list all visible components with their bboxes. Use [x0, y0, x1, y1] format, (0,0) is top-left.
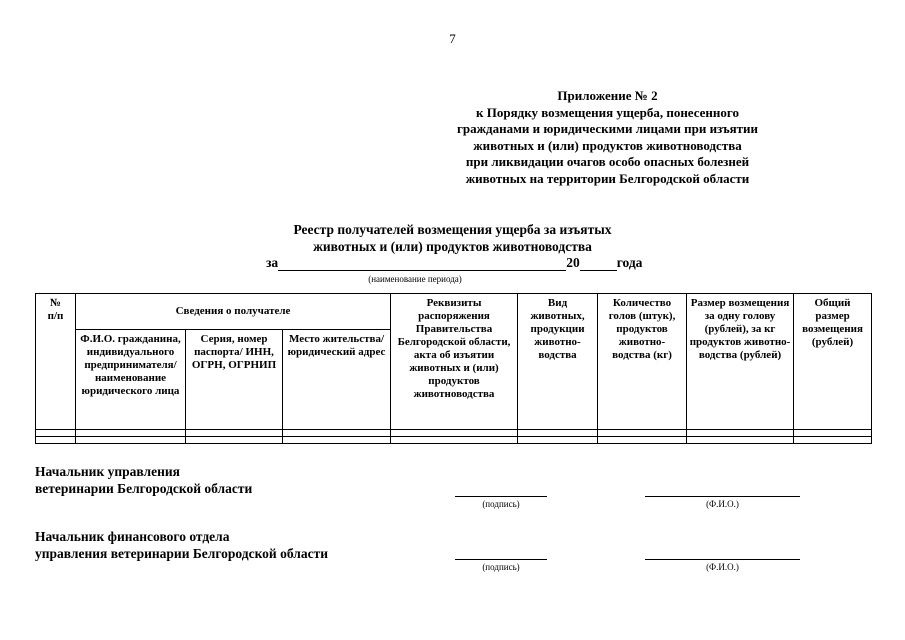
table-cell [793, 436, 873, 444]
table-body [35, 429, 873, 444]
table-cell [75, 429, 186, 437]
name-label: (Ф.И.О.) [706, 499, 739, 509]
signature-line-2: (подпись) [455, 559, 547, 572]
period-blank [278, 256, 567, 271]
table-cell [390, 429, 519, 437]
table-row [35, 436, 873, 444]
document-title: Реестр получателей возмещения ущерба за … [0, 221, 905, 255]
signature-line-1: (подпись) [455, 496, 547, 509]
table-cell [686, 429, 795, 437]
name-line-1: (Ф.И.О.) [645, 496, 800, 509]
appendix-line: животных и (или) продуктов животноводств… [473, 137, 742, 153]
col-header-num: № п/п [35, 293, 76, 430]
name-line-2: (Ф.И.О.) [645, 559, 800, 572]
col-header-quantity: Количество голов (штук), продуктов живот… [597, 293, 688, 430]
signature-title-line: управления ветеринарии Белгородской обла… [35, 545, 328, 561]
document-title-line: Реестр получателей возмещения ущерба за … [293, 222, 612, 237]
appendix-block: Приложение № 2 к Порядку возмещения ущер… [375, 88, 840, 187]
table-row [35, 429, 873, 437]
appendix-line: Приложение № 2 [557, 88, 658, 103]
table-cell [597, 429, 688, 437]
col-header-passport: Серия, номер паспорта/ ИНН, ОГРН, ОГРНИП [185, 329, 283, 430]
signature-label: (подпись) [482, 562, 520, 572]
table-cell [793, 429, 873, 437]
appendix-line: при ликвидации очагов особо опасных боле… [465, 154, 750, 169]
appendix-line: к Порядку возмещения ущерба, понесенного [476, 104, 739, 120]
table-cell [281, 429, 392, 437]
table-cell [686, 436, 795, 444]
col-header-size: Размер возмещения за одну голову (рублей… [686, 293, 795, 430]
period-suffix: года [616, 255, 643, 270]
table-cell [281, 436, 392, 444]
signature-block-2-title: Начальник финансового отдела управления … [35, 529, 328, 562]
document-title-line: животных и (или) продуктов животноводств… [313, 239, 592, 254]
name-label: (Ф.И.О.) [706, 562, 739, 572]
table-cell [185, 436, 283, 444]
table-cell [390, 436, 519, 444]
signature-block-1-title: Начальник управления ветеринарии Белгоро… [35, 464, 252, 497]
period-line: за 20 года [266, 255, 642, 271]
period-note: (наименование периода) [368, 274, 462, 284]
col-header-requisites: Реквизиты распоряжения Правительства Бел… [390, 293, 519, 430]
col-header-recipient-group: Сведения о получателе [74, 293, 392, 330]
page-number: 7 [449, 31, 456, 46]
period-year-blank [579, 256, 617, 271]
table-cell [35, 429, 76, 437]
signature-label: (подпись) [482, 499, 520, 509]
appendix-line: животных на территории Белгородской обла… [465, 170, 750, 186]
registry-table: № п/п Сведения о получателе Реквизиты ра… [35, 293, 873, 444]
col-header-address: Место жительства/ юридический адрес [281, 329, 392, 430]
signature-title-line: ветеринарии Белгородской области [35, 480, 253, 496]
col-header-kind: Вид животных, продукции животно-водства [517, 293, 599, 430]
signature-title-line: Начальник финансового отдела [35, 529, 230, 544]
signature-title-line: Начальник управления [35, 464, 180, 479]
table-cell [597, 436, 688, 444]
table-cell [75, 436, 186, 444]
table-cell [185, 429, 283, 437]
col-header-total: Общий размер возмещения (рублей) [793, 293, 873, 430]
table-cell [517, 429, 599, 437]
col-header-fio: Ф.И.О. гражданина, индивидуального предп… [75, 329, 186, 430]
table-cell [517, 436, 599, 444]
period-century: 20 [566, 255, 580, 270]
period-prefix: за [266, 255, 279, 270]
appendix-line: гражданами и юридическими лицами при изъ… [456, 121, 759, 136]
table-cell [35, 436, 76, 444]
